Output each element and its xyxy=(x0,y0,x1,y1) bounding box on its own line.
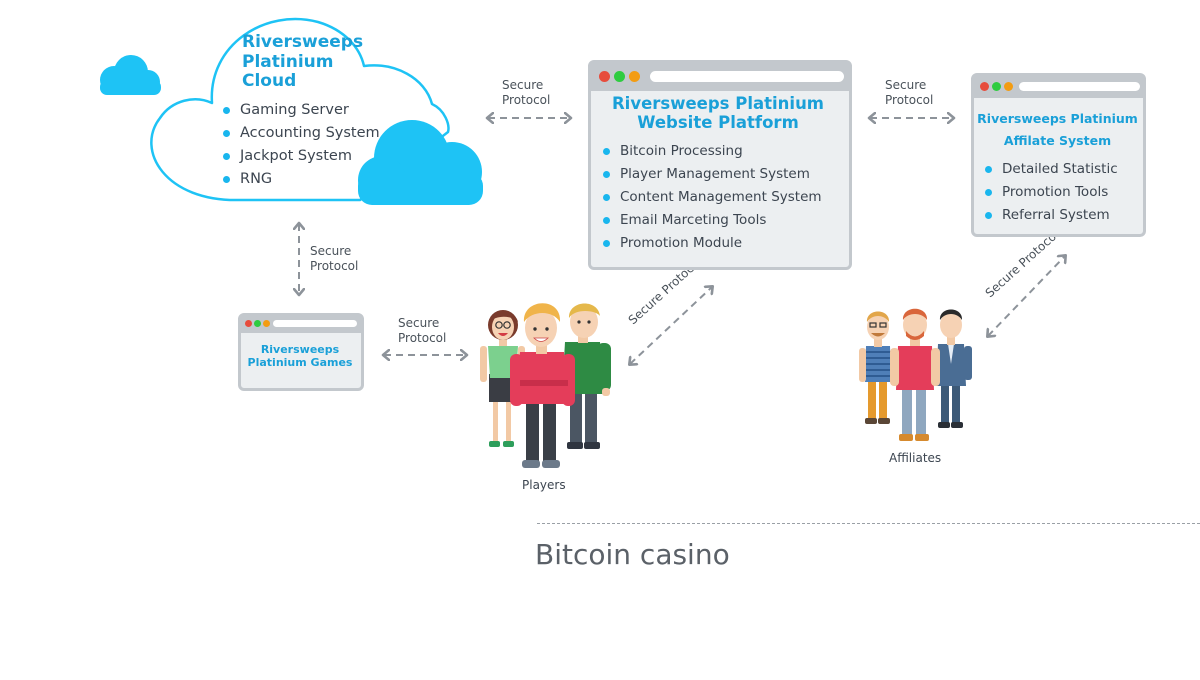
affiliates-caption: Affiliates xyxy=(889,451,942,465)
players-caption: Players xyxy=(522,478,566,492)
maximize-dot-icon xyxy=(263,320,270,327)
minimize-dot-icon xyxy=(254,320,261,327)
protocol-label-affiliates-affiliate: Secure Protocol xyxy=(983,227,1062,300)
list-item: Content Management System xyxy=(602,186,822,209)
cloud-title: Riversweeps Platinium Cloud xyxy=(242,32,364,92)
small-cloud-icon xyxy=(100,55,161,95)
list-item: Promotion Module xyxy=(602,232,822,255)
affiliates-illustration xyxy=(859,308,972,441)
player-man-red xyxy=(510,303,575,468)
protocol-label-cloud-games: Secure Protocol xyxy=(310,244,359,273)
affiliate-man-striped xyxy=(859,311,891,424)
connector-players-website xyxy=(630,287,712,364)
protocol-label-cloud-website: Secure Protocol xyxy=(502,78,551,107)
affiliate-item-list: Detailed Statistic Promotion Tools Refer… xyxy=(984,158,1118,227)
maximize-dot-icon xyxy=(629,71,640,82)
protocol-label-games-players: Secure Protocol xyxy=(398,316,447,345)
affiliate-man-suit xyxy=(936,309,972,428)
dashed-divider xyxy=(537,523,1200,524)
website-platform-window xyxy=(588,60,852,270)
list-item: RNG xyxy=(222,168,380,191)
list-item: Referral System xyxy=(984,204,1118,227)
minimize-dot-icon xyxy=(992,82,1001,91)
address-bar xyxy=(1019,82,1140,91)
affiliate-system-title: Riversweeps Platinium Affilate System xyxy=(977,111,1138,148)
affiliate-man-red xyxy=(890,308,940,441)
players-illustration xyxy=(480,303,611,468)
maximize-dot-icon xyxy=(1004,82,1013,91)
player-man-green xyxy=(562,303,611,449)
protocol-label-website-affiliate: Secure Protocol xyxy=(885,78,934,107)
close-dot-icon xyxy=(599,71,610,82)
close-dot-icon xyxy=(245,320,252,327)
list-item: Gaming Server xyxy=(222,99,380,122)
games-window xyxy=(238,313,364,391)
list-item: Detailed Statistic xyxy=(984,158,1118,181)
affiliate-system-window xyxy=(971,73,1146,237)
list-item: Email Marceting Tools xyxy=(602,209,822,232)
list-item: Jackpot System xyxy=(222,145,380,168)
games-title: Riversweeps Platinium Games xyxy=(247,343,353,369)
page-footer-title: Bitcoin casino xyxy=(535,538,730,571)
list-item: Player Management System xyxy=(602,163,822,186)
website-item-list: Bitcoin Processing Player Management Sys… xyxy=(602,140,822,255)
close-dot-icon xyxy=(980,82,989,91)
list-item: Bitcoin Processing xyxy=(602,140,822,163)
cloud-item-list: Gaming Server Accounting System Jackpot … xyxy=(222,99,380,191)
website-platform-title: Riversweeps Platinium Website Platform xyxy=(611,94,825,132)
minimize-dot-icon xyxy=(614,71,625,82)
address-bar xyxy=(650,71,844,82)
address-bar xyxy=(273,320,357,327)
list-item: Promotion Tools xyxy=(984,181,1118,204)
connector-affiliates-affiliate xyxy=(988,256,1065,336)
list-item: Accounting System xyxy=(222,122,380,145)
